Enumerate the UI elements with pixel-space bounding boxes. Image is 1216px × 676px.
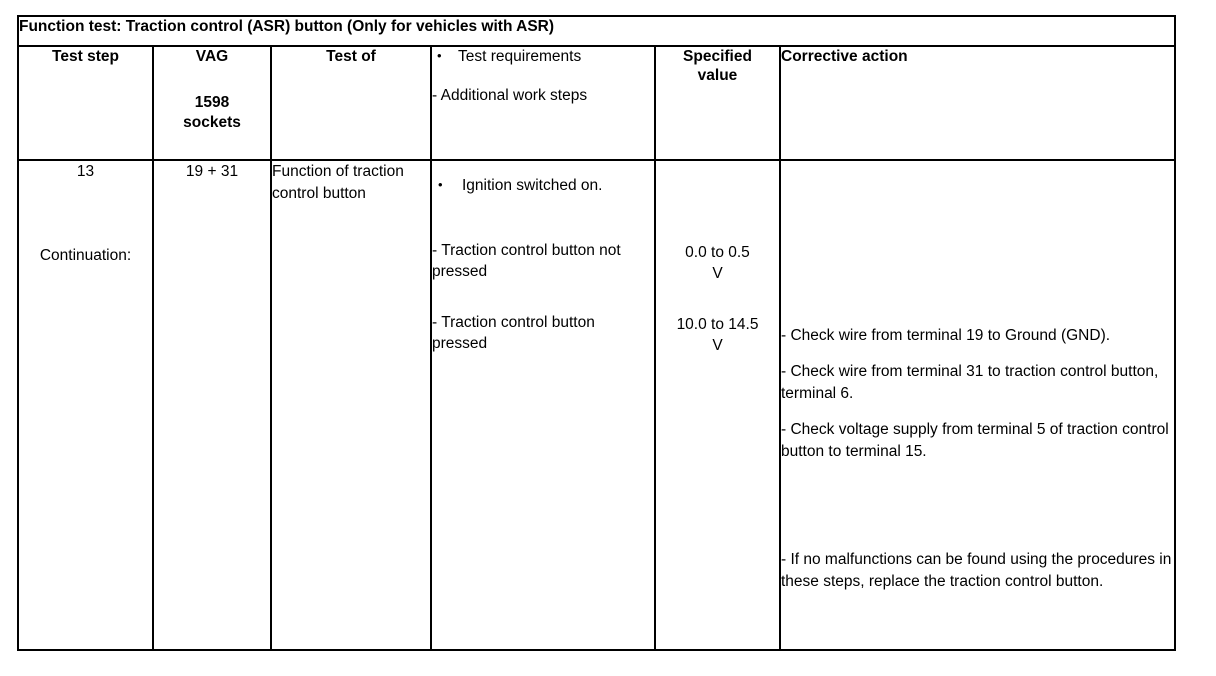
bullet-icon: • <box>437 48 442 63</box>
specified-value-1: 0.0 to 0.5 V <box>656 242 779 284</box>
column-header-test-of: Test of <box>270 45 432 161</box>
table-header-row: Test step VAG 1598 sockets Test of • Tes… <box>17 45 1177 161</box>
table-title-row: Function test: Traction control (ASR) bu… <box>16 15 1177 47</box>
column-header-vag-number: 1598 <box>194 94 230 111</box>
corrective-action-item-3: - Check voltage supply from terminal 5 o… <box>781 421 1169 460</box>
column-header-specified-line1: Specified <box>683 48 752 65</box>
corrective-action-item-4: - If no malfunctions can be found using … <box>781 551 1172 590</box>
specified-value-1-unit: V <box>712 265 723 282</box>
specified-value-2-range: 10.0 to 14.5 <box>676 316 759 333</box>
table-row: 13 Continuation: 19 + 31 Function of tra… <box>17 159 1177 651</box>
cell-vag-sockets: 19 + 31 <box>152 159 272 651</box>
cell-test-step: 13 Continuation: <box>17 159 154 651</box>
function-test-table: Function test: Traction control (ASR) bu… <box>16 15 1177 651</box>
bullet-icon: • <box>438 177 443 192</box>
corrective-action-item-1: - Check wire from terminal 19 to Ground … <box>781 327 1111 344</box>
requirement-dash-item-1: - Traction control button not pressed <box>432 242 621 280</box>
specified-value-2-unit: V <box>712 337 723 354</box>
specified-value-2: 10.0 to 14.5 V <box>656 314 779 356</box>
column-header-vag-label: VAG <box>195 48 229 65</box>
test-step-continuation: Continuation: <box>39 247 132 264</box>
specified-value-1-range: 0.0 to 0.5 <box>685 244 750 261</box>
column-header-additional-steps-label: - Additional work steps <box>432 87 588 104</box>
table-title: Function test: Traction control (ASR) bu… <box>16 15 1177 47</box>
column-header-test-step: Test step <box>17 45 154 161</box>
column-header-requirements-label: Test requirements <box>458 48 582 65</box>
requirement-bullet-item: • Ignition switched on. <box>432 175 654 196</box>
cell-requirements: • Ignition switched on. - Traction contr… <box>430 159 656 651</box>
column-header-test-of-label: Test of <box>326 48 376 65</box>
column-header-test-step-label: Test step <box>52 48 119 65</box>
test-of-value: Function of traction control button <box>272 163 404 202</box>
corrective-action-item-2: - Check wire from terminal 31 to tractio… <box>781 363 1159 402</box>
column-header-vag-sockets: VAG 1598 sockets <box>152 45 272 161</box>
column-header-specified-value: Specified value <box>654 45 781 161</box>
column-header-requirements: • Test requirements - Additional work st… <box>430 45 656 161</box>
cell-corrective-action: - Check wire from terminal 19 to Ground … <box>778 159 1177 651</box>
vag-sockets-value: 19 + 31 <box>185 163 239 180</box>
column-header-corrective-action-label: Corrective action <box>781 48 908 65</box>
requirement-dash-item-2: - Traction control button pressed <box>432 314 595 352</box>
requirement-bullet-text: Ignition switched on. <box>462 177 603 194</box>
cell-specified-value: 0.0 to 0.5 V 10.0 to 14.5 V <box>654 159 781 651</box>
test-step-number: 13 <box>76 163 95 180</box>
column-header-vag-sockets-label: sockets <box>183 114 241 131</box>
column-header-specified-line2: value <box>697 67 738 84</box>
cell-test-of: Function of traction control button <box>270 159 432 651</box>
column-header-requirements-bullet-line: • Test requirements <box>432 47 654 67</box>
column-header-corrective-action: Corrective action <box>778 45 1177 161</box>
